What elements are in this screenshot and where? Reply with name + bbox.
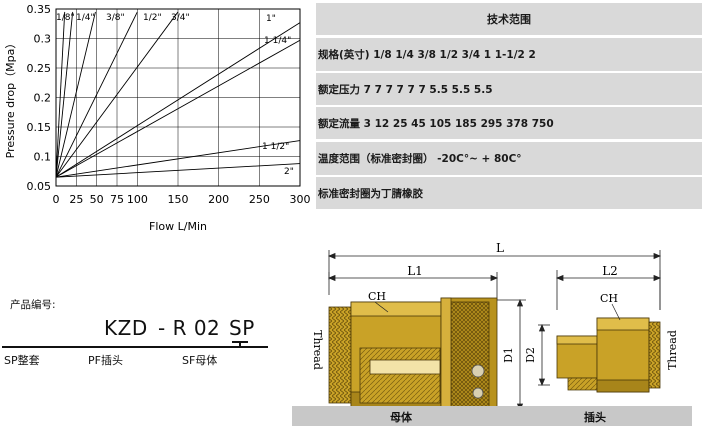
product-code-title: 产品编号: [10, 299, 56, 311]
drawing-caption-bar: 母体 插头 [292, 406, 692, 426]
dim-L-label: L [496, 241, 504, 255]
female-socket-caption: 母体 [390, 411, 412, 424]
y-tick-label: 0.1 [34, 151, 52, 164]
series-line [55, 11, 66, 178]
x-tick-label: 300 [290, 193, 311, 206]
dimension-L1 [327, 272, 499, 300]
male-plug-body [556, 317, 661, 393]
y-tick-labels: 0.05 0.1 0.15 0.2 0.25 0.3 0.35 [27, 3, 52, 193]
x-tick-label: 75 [110, 193, 124, 206]
spec-row-temperature: 温度范围（标准密封圈） -20C°~ + 80C° [316, 142, 702, 175]
series-line [55, 11, 74, 178]
x-tick-label: 150 [168, 193, 189, 206]
spec-row-text: 标准密封圈为丁腈橡胶 [318, 187, 423, 200]
spec-title-text: 技术范围 [487, 13, 531, 26]
y-tick-label: 0.3 [34, 33, 52, 46]
y-tick-label: 0.05 [27, 180, 52, 193]
spec-row-text: 温度范围（标准密封圈） -20C°~ + 80C° [318, 153, 522, 165]
series-line [55, 39, 301, 178]
product-code-block: 产品编号: KZD - R 02 SP SP整套 PF插头 SF母体 [0, 285, 300, 375]
code-pointer-v [239, 341, 241, 346]
y-tick-label: 0.2 [34, 92, 52, 105]
ch-left-leader [374, 301, 389, 313]
spec-row-seal: 标准密封圈为丁腈橡胶 [316, 177, 702, 209]
spec-row-text: 规格(英寸) 1/8 1/4 3/8 1/2 3/4 1 1-1/2 2 [318, 49, 536, 61]
series-labels: 1/8"1/4" 3/8" 1/2" 3/4" 1" 1 1/4" 1 1/2" 2" [56, 13, 294, 177]
x-tick-label: 0 [53, 193, 60, 206]
d1-label: D1 [502, 347, 515, 363]
series-label: 1/4" [76, 13, 95, 23]
x-tick-label: 100 [127, 193, 148, 206]
coupling-drawing: L L1 L2 CH Thread [311, 241, 679, 413]
label-sp-set: SP整套 [4, 354, 40, 367]
dimension-L2 [555, 270, 662, 310]
thread-right-label: Thread [666, 330, 679, 370]
male-plug-caption: 插头 [584, 411, 606, 424]
dim-L2-label: L2 [602, 264, 618, 278]
series-label: 1 1/4" [264, 36, 291, 46]
code-suffix: SP [229, 316, 255, 340]
series-line [55, 140, 301, 178]
series-label: 3/4" [171, 13, 190, 23]
y-tick-label: 0.15 [27, 121, 52, 134]
code-middle: - R 02 [158, 316, 221, 340]
series-label: 1/8" [56, 13, 75, 23]
y-axis-label: Pressure drop（Mpa） [4, 38, 17, 159]
thread-left-label: Thread [311, 330, 324, 370]
spec-row-text: 额定流量 3 12 25 45 105 185 295 378 750 [318, 117, 554, 130]
x-tick-label: 25 [69, 193, 83, 206]
series-line [55, 22, 301, 178]
ch-right-leader [611, 303, 621, 321]
y-tick-label: 0.35 [27, 3, 52, 16]
series-line [55, 11, 179, 178]
series-label: 1 1/2" [262, 142, 289, 152]
ch-left-label: CH [368, 290, 386, 303]
chart-series [55, 11, 301, 178]
series-label: 3/8" [106, 13, 125, 23]
spec-row-pressure: 额定压力 7 7 7 7 7 7 5.5 5.5 5.5 [316, 73, 702, 105]
code-prefix: KZD [104, 316, 148, 340]
dim-L1-label: L1 [407, 264, 423, 278]
y-tick-label: 0.25 [27, 62, 52, 75]
series-label: 1/2" [143, 13, 162, 23]
series-line [55, 11, 96, 178]
series-line [55, 11, 138, 178]
female-socket-body [328, 297, 498, 413]
x-axis-label: Flow L/Min [149, 220, 207, 233]
spec-row-text: 额定压力 7 7 7 7 7 7 5.5 5.5 5.5 [318, 83, 493, 96]
ch-right-label: CH [600, 292, 618, 305]
spec-row-size: 规格(英寸) 1/8 1/4 3/8 1/2 3/4 1 1-1/2 2 [316, 38, 702, 71]
label-sf-socket: SF母体 [182, 354, 218, 367]
code-underline [2, 346, 268, 348]
plot-frame [55, 8, 301, 187]
chart-grid [55, 8, 301, 187]
spec-table-title: 技术范围 [316, 3, 702, 35]
d2-label: D2 [524, 347, 537, 363]
spec-row-flow: 额定流量 3 12 25 45 105 185 295 378 750 [316, 107, 702, 139]
label-pf-plug: PF插头 [88, 354, 123, 367]
x-tick-label: 50 [90, 193, 104, 206]
series-line [55, 163, 301, 178]
series-label: 2" [284, 167, 294, 177]
technical-range-table: 技术范围 规格(英寸) 1/8 1/4 3/8 1/2 3/4 1 1-1/2 … [316, 3, 702, 209]
x-tick-label: 200 [208, 193, 229, 206]
dimension-D1-D2 [497, 298, 550, 412]
x-tick-label: 250 [249, 193, 270, 206]
series-label: 1" [266, 14, 276, 24]
